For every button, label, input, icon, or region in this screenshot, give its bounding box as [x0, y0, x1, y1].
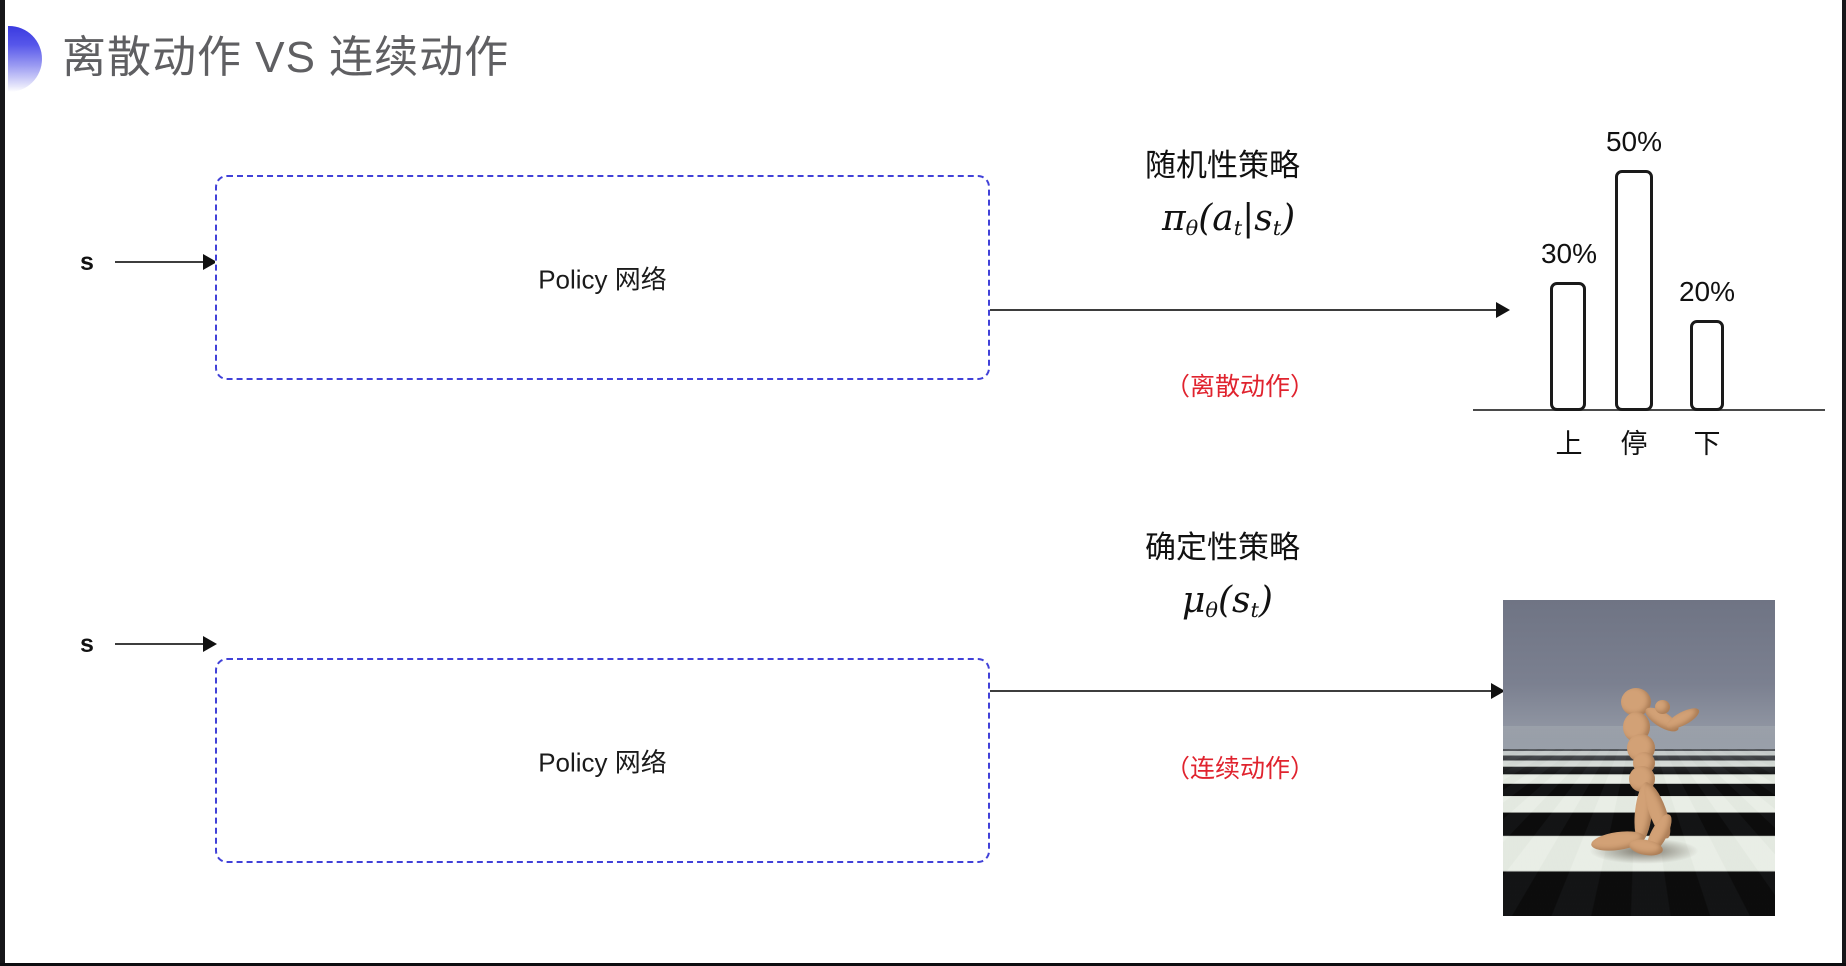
formula-state-t: t: [1250, 598, 1259, 623]
formula-open-paren: (: [1217, 580, 1233, 621]
formula-close-paren: ): [1281, 198, 1296, 239]
bar-value-2: 20%: [1678, 276, 1736, 307]
formula-deterministic-policy: μθ(st): [1182, 580, 1273, 622]
input-arrow-continuous: [115, 643, 215, 645]
slide-bottom-rule: [0, 963, 1846, 966]
formula-action-t: t: [1233, 216, 1243, 241]
output-arrow-discrete: [990, 309, 1508, 311]
action-note-continuous: （连续动作）: [1165, 755, 1316, 783]
policy-network-box-discrete[interactable]: Policy 网络: [215, 175, 990, 380]
left-edge-bar: [0, 0, 5, 966]
formula-stochastic-policy: πθ(at|st): [1162, 198, 1295, 240]
formula-state: s: [1254, 198, 1273, 239]
formula-state: s: [1232, 580, 1251, 621]
formula-theta: θ: [1185, 216, 1199, 241]
humanoid-simulation-image: [1503, 600, 1775, 916]
formula-mu: μ: [1182, 580, 1206, 621]
output-arrow-continuous: [990, 690, 1503, 692]
bar-category-2: 下: [1693, 429, 1721, 459]
table-row[interactable]: [1550, 282, 1586, 411]
formula-action: a: [1212, 198, 1234, 239]
formula-open-paren: (: [1198, 198, 1213, 239]
bar-value-0: 30%: [1540, 238, 1598, 269]
right-edge-bar: [1842, 0, 1846, 966]
half-circle-gradient-icon: [8, 26, 42, 92]
formula-theta: θ: [1205, 598, 1218, 623]
policy-network-label: Policy 网络: [538, 747, 667, 777]
formula-state-t: t: [1272, 216, 1282, 241]
action-note-discrete: （离散动作）: [1165, 373, 1316, 401]
input-arrow-discrete: [115, 261, 215, 263]
policy-network-label: Policy 网络: [538, 264, 667, 294]
policy-kind-deterministic: 确定性策略: [1145, 530, 1300, 565]
humanoid-hand: [1655, 700, 1670, 714]
table-row[interactable]: [1615, 170, 1653, 411]
bar-category-1: 停: [1620, 429, 1648, 459]
page-title: 离散动作 VS 连续动作: [62, 33, 510, 82]
state-input-label-continuous: s: [80, 630, 94, 658]
formula-bar: |: [1242, 198, 1255, 239]
policy-network-box-continuous[interactable]: Policy 网络: [215, 658, 990, 863]
table-row[interactable]: [1690, 320, 1724, 411]
state-input-label-discrete: s: [80, 248, 94, 276]
bar-value-1: 50%: [1605, 126, 1663, 157]
bar-category-0: 上: [1555, 429, 1583, 459]
formula-pi: π: [1162, 198, 1186, 239]
formula-close-paren: ): [1258, 580, 1273, 621]
discrete-action-bar-chart: 30% 上 50% 停 20% 下: [1463, 96, 1828, 459]
policy-kind-stochastic: 随机性策略: [1145, 148, 1300, 183]
